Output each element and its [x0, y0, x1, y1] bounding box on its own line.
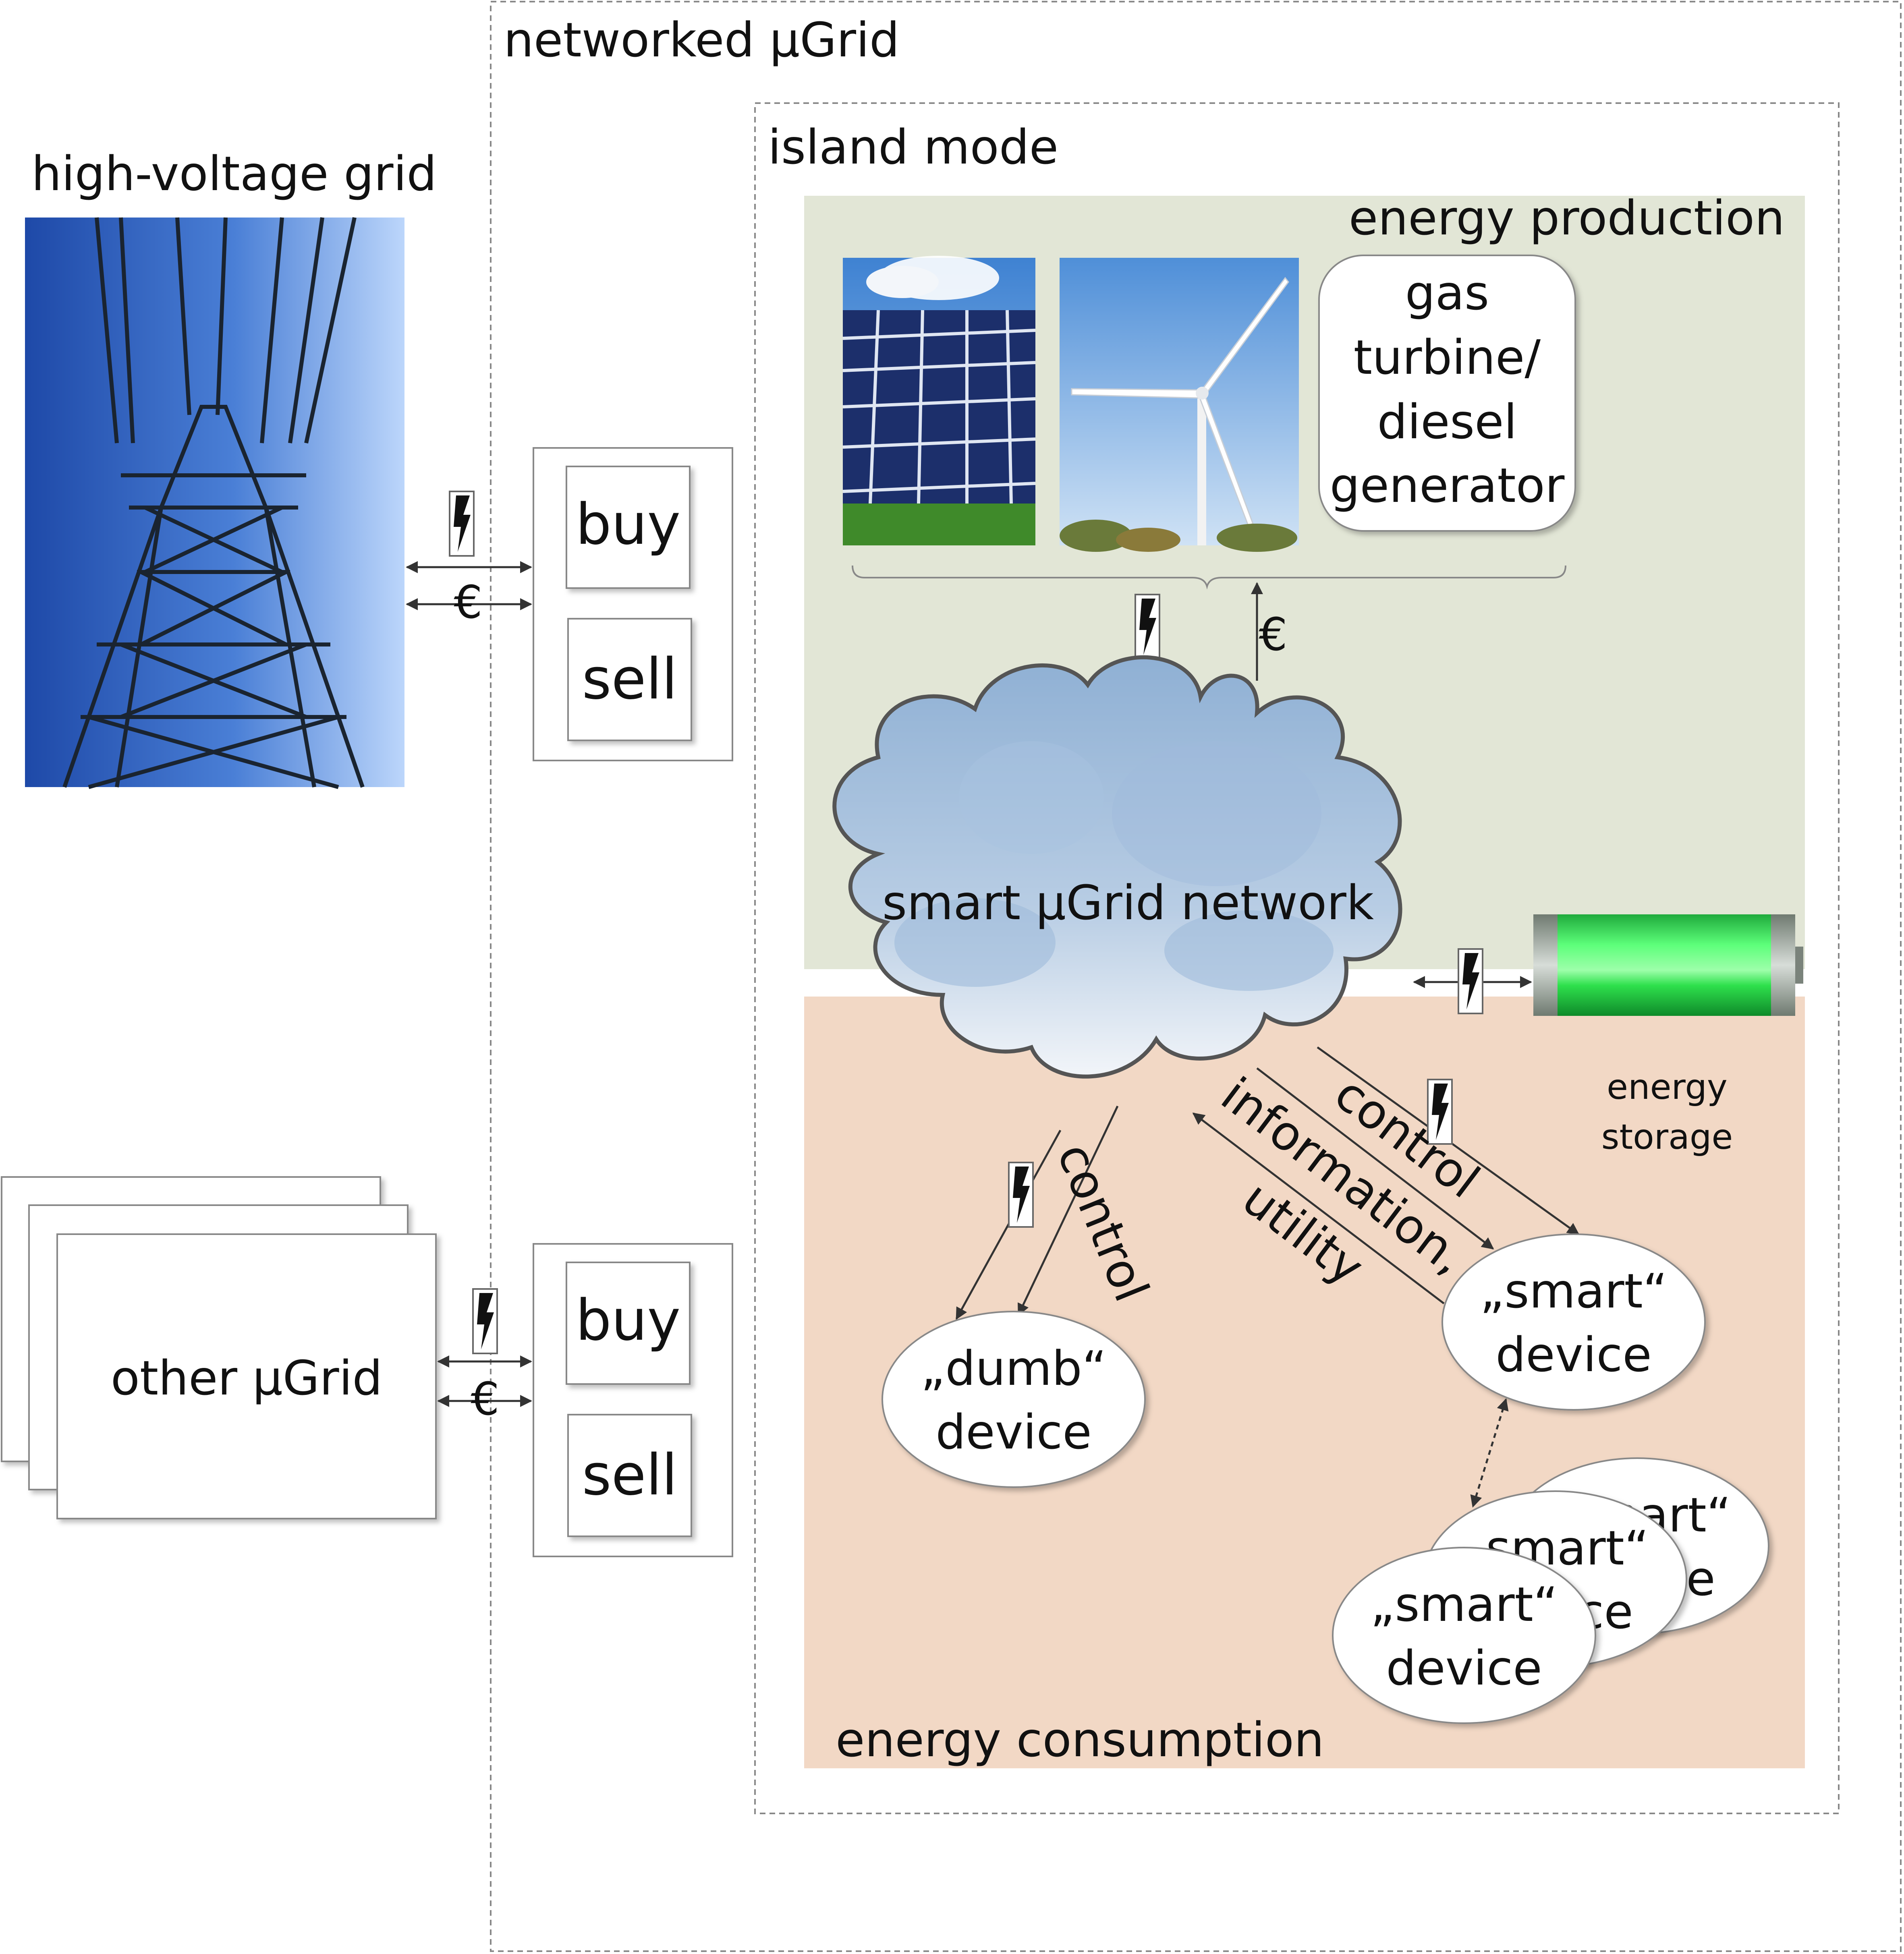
production-brace — [852, 565, 1566, 590]
sell-button[interactable] — [567, 618, 692, 741]
other-grid-label: other µGrid — [111, 1350, 383, 1406]
dumb-device-line-2: device — [935, 1404, 1092, 1460]
hv-trade-box: buy sell — [533, 447, 733, 761]
island-mode-label: island mode — [768, 119, 1058, 175]
lightning-icon — [1008, 1162, 1034, 1228]
smart-device-line-2: device — [1495, 1327, 1652, 1382]
smart-device-stack: „smart“ device „smart“ device „smart“ de… — [1332, 1457, 1769, 1724]
smart-control-arrow — [1256, 1067, 1494, 1249]
buy-button[interactable] — [566, 1262, 691, 1385]
solar-panel-photo — [842, 256, 1036, 545]
energy-consumption-label: energy consumption — [836, 1712, 1324, 1768]
lightning-icon — [449, 491, 475, 557]
dumb-device: „dumb“ device — [881, 1311, 1146, 1488]
other-trade-box: buy sell — [533, 1243, 733, 1557]
production-euro-label: € — [1259, 609, 1287, 661]
lightning-icon — [1135, 594, 1160, 660]
island-mode-boundary — [754, 102, 1840, 1814]
sell-button[interactable] — [567, 1414, 692, 1537]
other-euro-label: € — [471, 1373, 499, 1426]
gas-turbine-line-4: generator — [1330, 458, 1565, 513]
other-grid-stack: other µGrid — [1, 1176, 437, 1519]
dumb-device-line-1: „dumb“ — [921, 1341, 1107, 1396]
smart-device: „smart“ device — [1441, 1233, 1706, 1411]
power-pylon-photo — [25, 217, 404, 789]
dumb-control-arrow — [1017, 1105, 1119, 1316]
high-voltage-grid-label: high-voltage grid — [31, 146, 437, 201]
cloud-shape: smart µGrid network — [832, 655, 1402, 1079]
hv-euro-label: € — [454, 576, 482, 629]
smart-device-line-1: „smart“ — [1370, 1577, 1558, 1632]
buy-label: buy — [576, 1288, 680, 1353]
energy-production-label: energy production — [1349, 190, 1785, 246]
energy-storage-label-2: storage — [1601, 1117, 1733, 1157]
buy-button[interactable] — [566, 466, 691, 589]
sell-label: sell — [582, 646, 678, 712]
buy-label: buy — [576, 492, 680, 557]
gas-turbine-line-2: turbine/ — [1354, 329, 1541, 385]
cloud-label: smart µGrid network — [882, 875, 1374, 930]
gas-turbine-line-3: diesel — [1377, 394, 1517, 450]
networked-grid-label: networked µGrid — [504, 12, 900, 68]
smart-device-line-2: device — [1386, 1640, 1542, 1696]
networked-grid-boundary — [490, 1, 1902, 1952]
smart-info-arrow — [1192, 1113, 1445, 1304]
gas-turbine-box: gas turbine/ diesel generator — [1318, 255, 1576, 532]
sell-label: sell — [582, 1442, 678, 1508]
gas-turbine-line-1: gas — [1405, 265, 1489, 321]
wind-turbine-photo — [1060, 258, 1299, 552]
lightning-icon — [472, 1288, 498, 1354]
smart-device-line-1: „smart“ — [1480, 1263, 1668, 1319]
smart-peer-arrow — [1470, 1398, 1509, 1508]
battery-icon — [1533, 914, 1803, 1016]
lightning-icon — [1458, 948, 1483, 1014]
energy-storage-label-1: energy — [1607, 1067, 1728, 1107]
